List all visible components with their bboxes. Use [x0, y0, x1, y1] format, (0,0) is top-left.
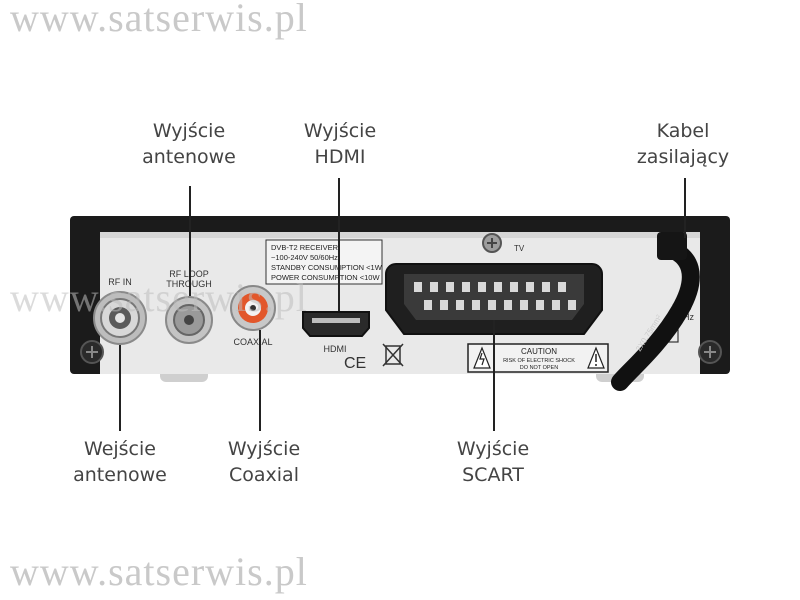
scart-pin	[504, 300, 512, 310]
lightning-warning-icon	[473, 346, 491, 369]
spec-line-2: ~100-240V 50/60Hz	[271, 253, 338, 262]
callout-power-cable: Kabel zasilający	[623, 118, 743, 170]
coaxial-label: COAXIAL	[233, 337, 272, 347]
caution-line-1: RISK OF ELECTRIC SHOCK	[503, 358, 575, 364]
callout-hdmi-out-line-2: HDMI	[314, 146, 366, 168]
tv-label: TV	[514, 244, 525, 253]
callout-coaxial-out-line-1: Wyjście	[227, 438, 301, 460]
leader-antenna-out	[189, 186, 191, 296]
callout-power-cable-line-2: zasilający	[636, 146, 730, 168]
leader-coaxial	[259, 330, 261, 431]
callout-antenna-in-line-1: Wejście	[84, 438, 156, 460]
callout-coaxial-out-line-2: Coaxial	[229, 464, 299, 486]
callout-coaxial-out: Wyjście Coaxial	[204, 436, 324, 488]
leader-antenna-in	[119, 345, 121, 431]
callout-scart-out-line-2: SCART	[462, 464, 524, 486]
watermark-bottom: www.satserwis.pl	[10, 549, 308, 594]
callout-antenna-out-line-1: Wyjście	[152, 120, 226, 142]
weee-bin-icon	[382, 343, 404, 367]
caution-sticker	[467, 343, 609, 373]
watermark-top: www.satserwis.pl	[10, 0, 308, 40]
scart-pin	[488, 300, 496, 310]
callout-hdmi-out: Wyjście HDMI	[280, 118, 400, 170]
caution-line-2: DO NOT OPEN	[520, 365, 558, 371]
scart-pin	[558, 282, 566, 292]
scart-pin	[510, 282, 518, 292]
hdmi-port-icon	[302, 311, 370, 337]
coaxial-connector-icon	[230, 285, 276, 331]
ce-mark: CE	[344, 355, 366, 372]
scart-pins	[414, 282, 576, 310]
hdmi-label: HDMI	[324, 344, 347, 354]
scart-pin	[536, 300, 544, 310]
ground-screw-icon	[482, 233, 502, 253]
scart-pin	[440, 300, 448, 310]
scart-pin	[520, 300, 528, 310]
scart-pin	[552, 300, 560, 310]
callout-antenna-out: Wyjście antenowe	[129, 118, 249, 170]
leader-hdmi	[338, 178, 340, 311]
screw-right-icon	[698, 340, 722, 364]
scart-pin	[568, 300, 576, 310]
callout-scart-out: Wyjście SCART	[433, 436, 553, 488]
scart-pin	[542, 282, 550, 292]
caution-title: CAUTION	[521, 347, 557, 356]
callout-hdmi-out-line-1: Wyjście	[303, 120, 377, 142]
scart-pin	[446, 282, 454, 292]
spec-line-1: DVB-T2 RECEIVER	[271, 243, 339, 252]
scart-pin	[478, 282, 486, 292]
callout-antenna-in: Wejście antenowe	[60, 436, 180, 488]
scart-pin	[456, 300, 464, 310]
leader-scart	[493, 320, 495, 431]
scart-pin	[462, 282, 470, 292]
rf-in-connector-icon	[93, 291, 147, 345]
scart-pin	[414, 282, 422, 292]
scart-pin	[424, 300, 432, 310]
spec-label-box	[265, 239, 383, 285]
spec-line-3: STANDBY CONSUMPTION <1W	[271, 263, 383, 272]
rf-in-label: RF IN	[108, 277, 132, 287]
callout-antenna-in-line-2: antenowe	[73, 464, 167, 486]
leader-power-cable	[684, 178, 686, 238]
scart-pin	[526, 282, 534, 292]
scart-pin	[430, 282, 438, 292]
screw-left-icon	[80, 340, 104, 364]
callout-scart-out-line-1: Wyjście	[456, 438, 530, 460]
spec-line-4: POWER CONSUMPTION <10W	[271, 273, 380, 282]
rf-loop-connector-icon	[165, 296, 213, 344]
watermark-middle: www.satserwis.pl	[10, 275, 308, 320]
scart-pin	[472, 300, 480, 310]
scart-pin	[494, 282, 502, 292]
callout-antenna-out-line-2: antenowe	[142, 146, 236, 168]
callout-power-cable-line-1: Kabel	[656, 120, 710, 142]
